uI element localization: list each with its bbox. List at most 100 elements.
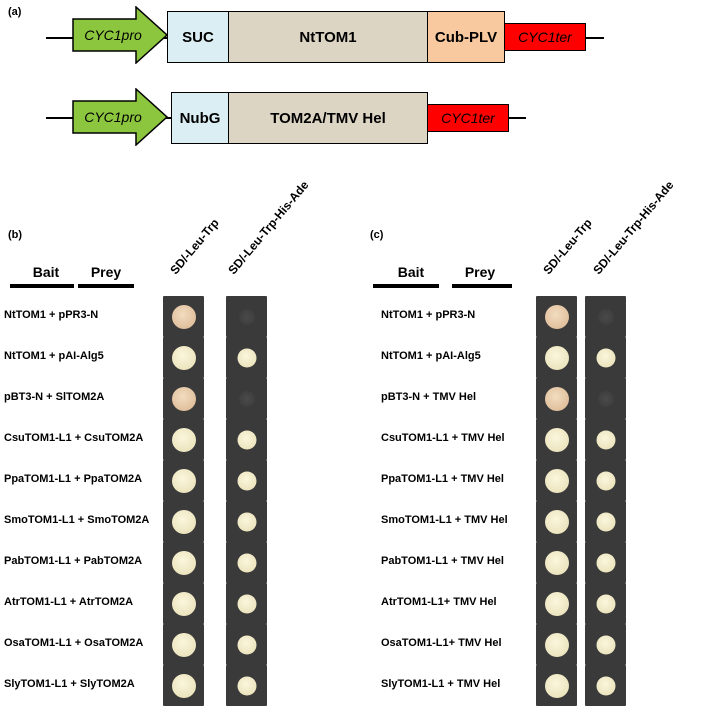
panel-c-plate-tile — [585, 378, 626, 419]
panel-b-plate-tile — [226, 624, 267, 665]
panel-b-plate-tile — [163, 337, 204, 378]
yeast-colony — [544, 386, 569, 411]
yeast-colony — [596, 471, 615, 490]
panel-c-plate-tile — [585, 583, 626, 624]
yeast-colony — [596, 635, 615, 654]
yeast-colony — [596, 594, 615, 613]
yeast-colony — [596, 512, 615, 531]
panel-c-plate-tile — [536, 419, 577, 460]
yeast-colony — [171, 550, 196, 575]
panel-c-prey-bar — [452, 284, 512, 288]
panel-c-plate-tile — [585, 296, 626, 337]
yeast-colony — [544, 591, 569, 616]
yeast-colony — [596, 676, 615, 695]
panel-b-plate-tile — [163, 296, 204, 337]
yeast-colony — [171, 591, 196, 616]
yeast-colony — [544, 304, 569, 329]
yeast-colony — [544, 468, 569, 493]
panel-c-row-label: pBT3-N + TMV Hel — [381, 391, 477, 403]
panel-b-bait-bar — [10, 284, 74, 288]
panel-b-row-label: SmoTOM1-L1 + SmoTOM2A — [4, 514, 150, 526]
panel-c-plate-tile — [585, 665, 626, 706]
panel-c-medium-1: SD/-Leu-Trp — [540, 215, 595, 277]
panel-b-row-label: NtTOM1 + pAI-Alg5 — [4, 350, 104, 362]
panel-c-plate-tile — [585, 337, 626, 378]
panel-c-plate-tile — [585, 460, 626, 501]
panel-b-plate-tile — [163, 501, 204, 542]
panel-b-row-label: OsaTOM1-L1 + OsaTOM2A — [4, 637, 144, 649]
panel-c-plate-tile — [536, 337, 577, 378]
panel-c-plate-tile — [536, 665, 577, 706]
panel-c-row-label: PpaTOM1-L1 + TMV Hel — [381, 473, 504, 485]
no-growth-spot — [597, 390, 614, 407]
yeast-colony — [171, 345, 196, 370]
panel-b-plate-tile — [163, 583, 204, 624]
yeast-colony — [237, 676, 256, 695]
panel-c-bait-bar — [373, 284, 439, 288]
yeast-colony — [596, 348, 615, 367]
promoter-label-1: CYC1pro — [84, 27, 142, 43]
panel-c-row-label: AtrTOM1-L1+ TMV Hel — [381, 596, 497, 608]
yeast-colony — [237, 635, 256, 654]
yeast-colony — [171, 632, 196, 657]
panel-b-row-label: SlyTOM1-L1 + SlyTOM2A — [4, 678, 135, 690]
panel-c-plate-tile — [536, 501, 577, 542]
panel-b-plate-tile — [226, 665, 267, 706]
panel-b-bait-header: Bait — [32, 264, 60, 280]
promoter-label-2: CYC1pro — [84, 109, 142, 125]
panel-b-row-label: PpaTOM1-L1 + PpaTOM2A — [4, 473, 143, 485]
yeast-colony — [596, 430, 615, 449]
tom2a-tmv-hel-segment: TOM2A/TMV Hel — [228, 92, 428, 144]
yeast-colony — [237, 553, 256, 572]
yeast-colony — [544, 632, 569, 657]
panel-c-bait-header: Bait — [397, 264, 425, 280]
panel-c-prey-header: Prey — [464, 264, 496, 280]
panel-b-row-label: AtrTOM1-L1 + AtrTOM2A — [4, 596, 134, 608]
yeast-colony — [544, 427, 569, 452]
panel-c-row-label: PabTOM1-L1 + TMV Hel — [381, 555, 504, 567]
panel-b-plate-tile — [163, 460, 204, 501]
panel-b-plate-tile — [226, 296, 267, 337]
panel-b-plate-tile — [226, 542, 267, 583]
panel-b-prey-bar — [78, 284, 134, 288]
panel-b-medium-2: SD/-Leu-Trp-His-Ade — [225, 178, 312, 277]
panel-b-plate-tile — [226, 419, 267, 460]
yeast-colony — [596, 553, 615, 572]
panel-b-plate-tile — [163, 624, 204, 665]
panel-b-plate-tile — [226, 378, 267, 419]
yeast-colony — [171, 304, 196, 329]
panel-b-plate-tile — [226, 583, 267, 624]
panel-c-plate-tile — [585, 542, 626, 583]
yeast-colony — [171, 468, 196, 493]
panel-b-plate-tile — [163, 542, 204, 583]
yeast-colony — [171, 509, 196, 534]
panel-b-row-label: CsuTOM1-L1 + CsuTOM2A — [4, 432, 144, 444]
yeast-colony — [237, 512, 256, 531]
panel-c-plate-tile — [536, 624, 577, 665]
yeast-colony — [544, 673, 569, 698]
panel-b-row-label: PabTOM1-L1 + PabTOM2A — [4, 555, 143, 567]
terminator-1: CYC1ter — [504, 23, 586, 51]
no-growth-spot — [597, 308, 614, 325]
panel-c-plate-tile — [536, 583, 577, 624]
panel-b-row-label: pBT3-N + SlTOM2A — [4, 391, 105, 403]
panel-b-plate-tile — [163, 665, 204, 706]
promoter-arrow-1 — [72, 6, 168, 64]
panel-b-plate-tile — [226, 501, 267, 542]
panel-c-plate-tile — [585, 501, 626, 542]
panel-b-medium-1: SD/-Leu-Trp — [167, 215, 222, 277]
panel-b-row-label: NtTOM1 + pPR3-N — [4, 309, 99, 321]
panel-c-row-label: OsaTOM1-L1+ TMV Hel — [381, 637, 502, 649]
terminator-2: CYC1ter — [427, 104, 509, 132]
panel-c-row-label: SmoTOM1-L1 + TMV Hel — [381, 514, 508, 526]
panel-c-row-label: NtTOM1 + pPR3-N — [381, 309, 476, 321]
no-growth-spot — [238, 390, 255, 407]
yeast-colony — [237, 348, 256, 367]
panel-a-label: (a) — [8, 6, 22, 18]
panel-b-plate-tile — [163, 419, 204, 460]
yeast-colony — [237, 430, 256, 449]
panel-b-plate-tile — [226, 460, 267, 501]
panel-c-plate-tile — [536, 296, 577, 337]
suc-segment: SUC — [167, 11, 229, 63]
nttom1-segment: NtTOM1 — [228, 11, 428, 63]
